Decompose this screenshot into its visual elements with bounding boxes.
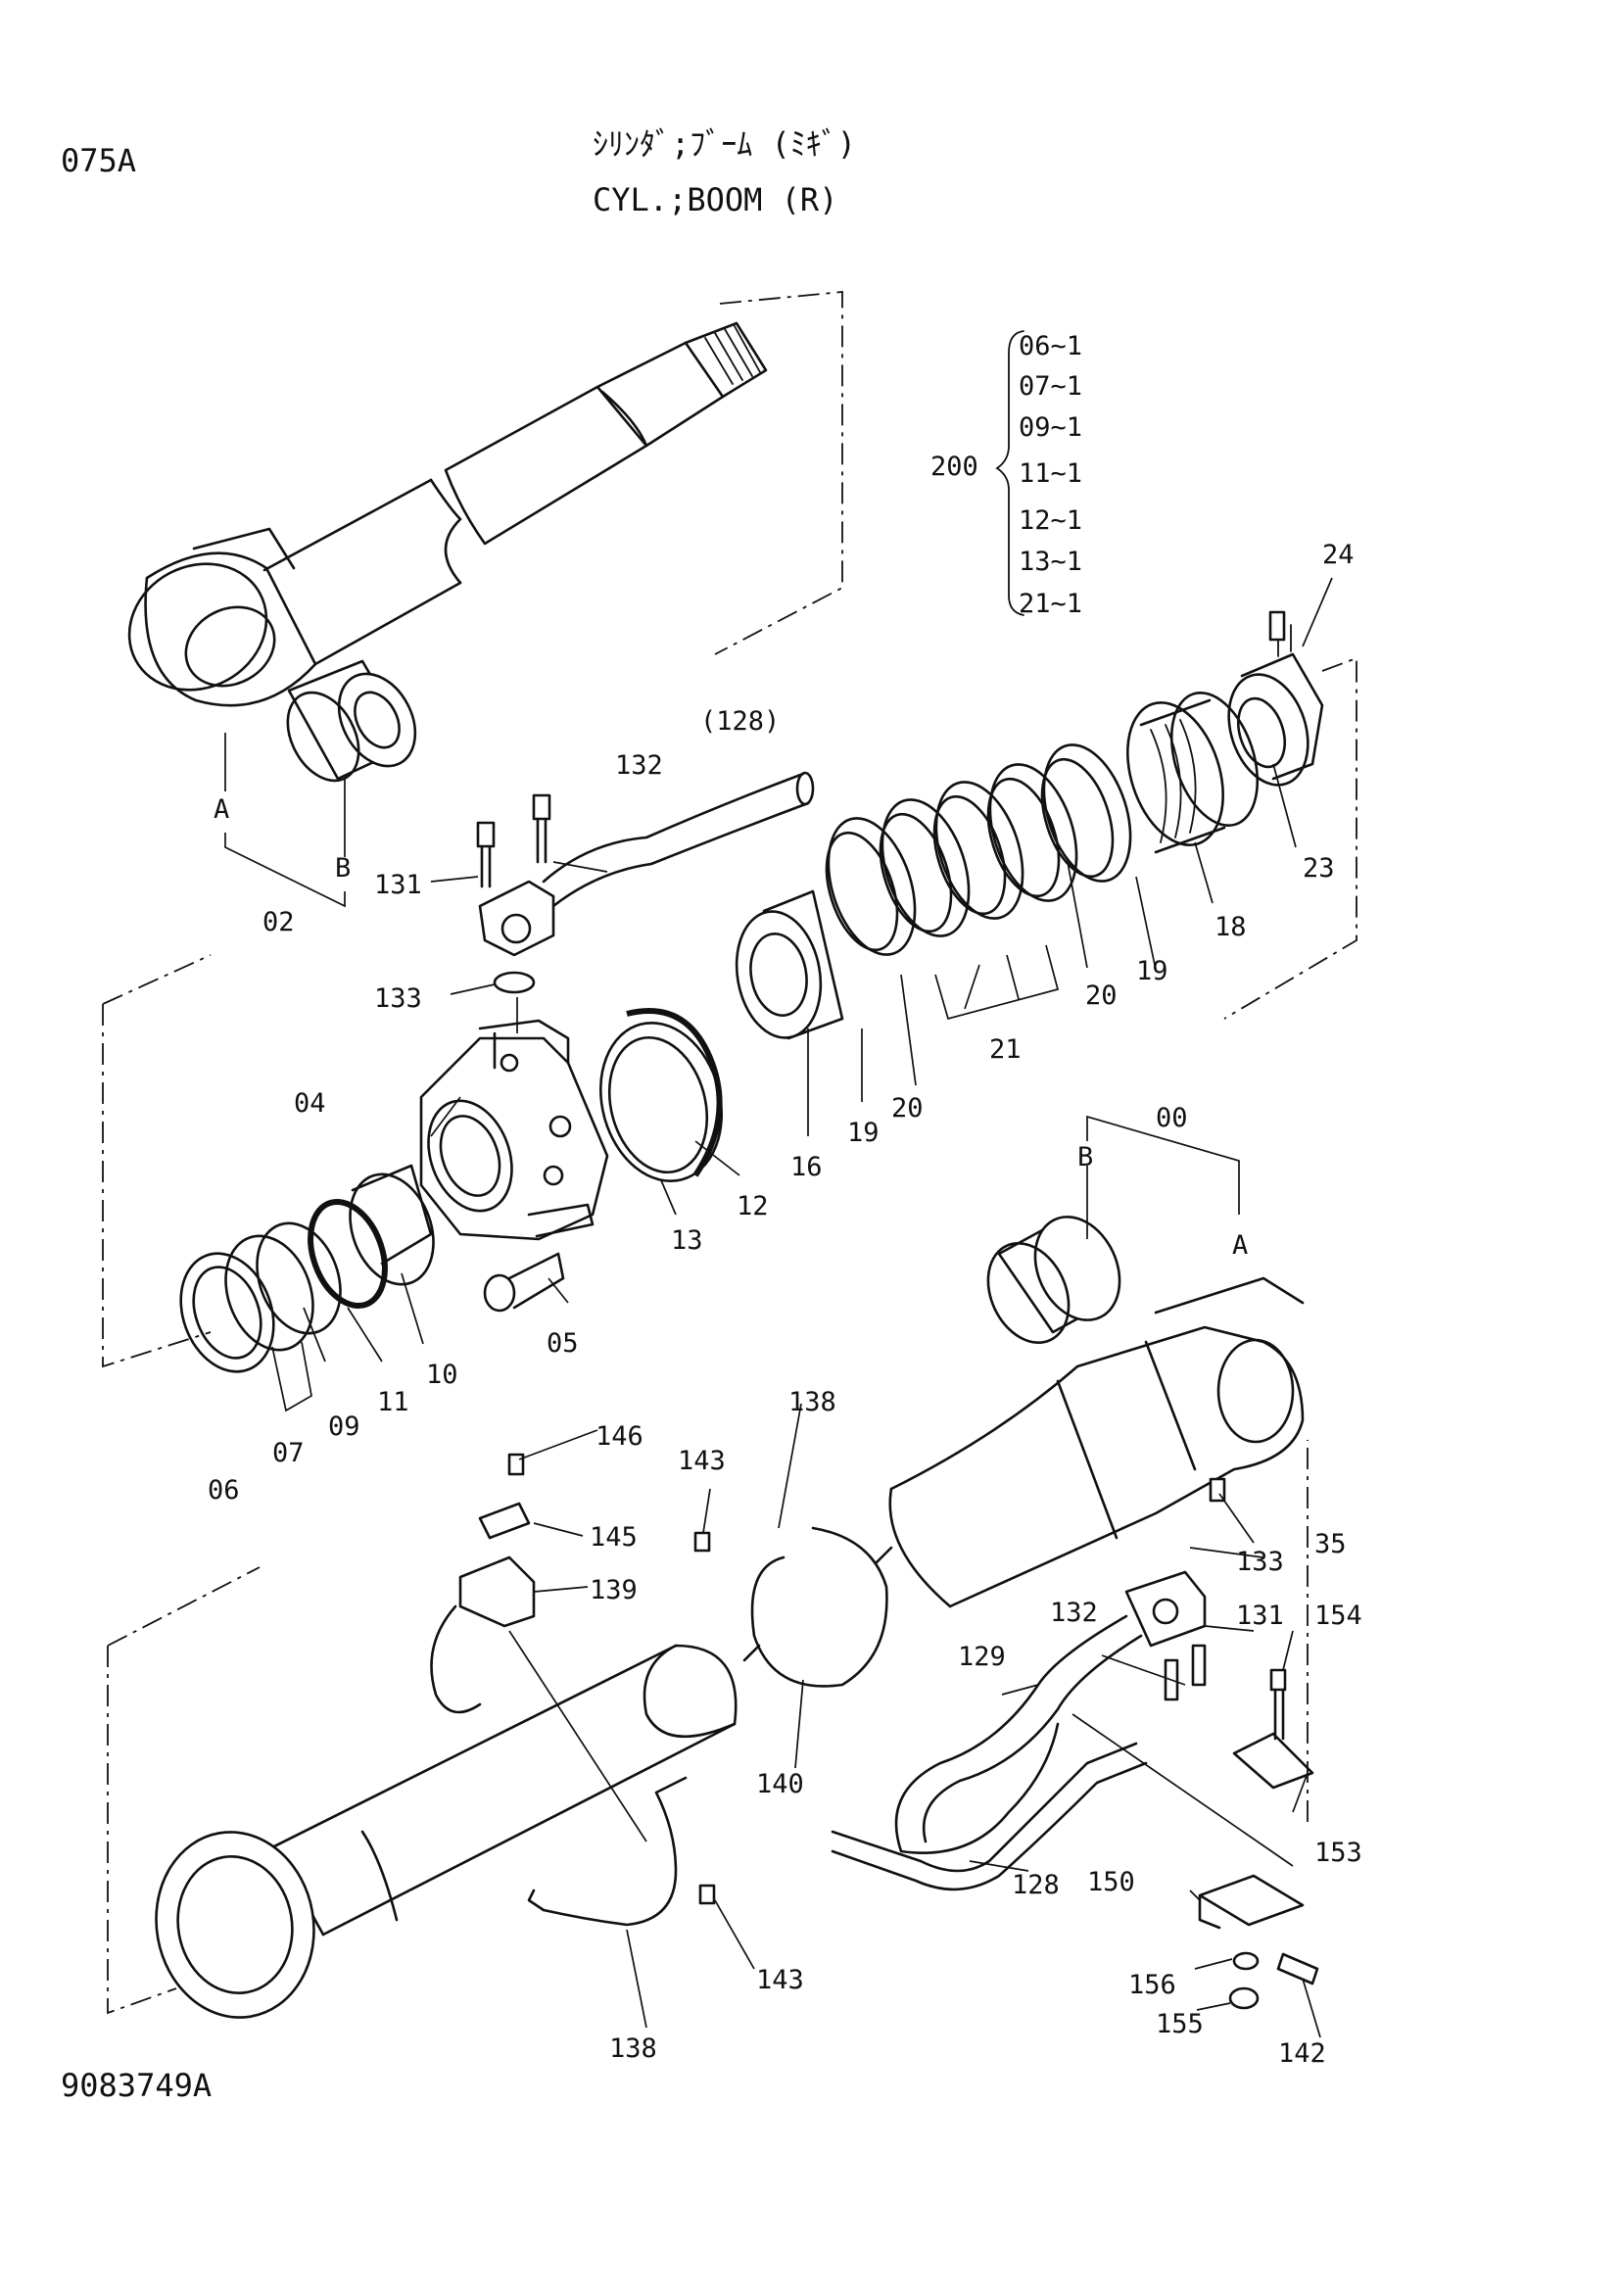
kit-item: 12~1 — [1019, 505, 1082, 536]
kit-item: 11~1 — [1019, 458, 1082, 489]
clamp-153-bolt-154 — [1232, 1668, 1314, 1790]
band-138-upper — [742, 1526, 893, 1688]
callout-04: 04 — [294, 1088, 326, 1119]
callout-06: 06 — [208, 1475, 240, 1506]
label-02: 02 — [262, 907, 295, 937]
clamp-150 — [1198, 1874, 1305, 1930]
rod-end-bushing — [286, 659, 417, 783]
o-ring-133 — [493, 971, 536, 994]
head-end-bushing — [986, 1216, 1121, 1344]
washer-156-collar-155 — [1228, 1951, 1260, 2010]
seal-kit-bracket: 200 06~1 07~1 09~1 11~1 12~1 13~1 21~1 — [930, 330, 1082, 619]
dust-wiper-13 — [598, 1021, 724, 1183]
callout-140: 140 — [756, 1769, 804, 1799]
kit-item: 06~1 — [1019, 331, 1082, 361]
callout-20: 20 — [891, 1093, 924, 1124]
callout-132: 132 — [615, 750, 663, 781]
piston-seal-rings — [825, 743, 1132, 956]
backup-ring-12 — [626, 1008, 723, 1177]
callout-145: 145 — [590, 1522, 638, 1553]
piston-nut — [1227, 610, 1324, 787]
callout-23: 23 — [1303, 853, 1335, 884]
rod-bracket-02: A B 02 — [214, 733, 351, 937]
callout-139: 139 — [590, 1575, 638, 1605]
callout-133: 133 — [1236, 1547, 1284, 1577]
hose-129 — [894, 1614, 1143, 1854]
gland-rings — [179, 1164, 435, 1373]
callout-10: 10 — [426, 1360, 458, 1390]
callout-18: 18 — [1214, 912, 1247, 942]
kit-item: 21~1 — [1019, 589, 1082, 619]
callout-19: 19 — [847, 1118, 880, 1148]
callout-150: 150 — [1087, 1867, 1135, 1897]
leader-lines — [303, 577, 1333, 2038]
callout-19: 19 — [1136, 956, 1168, 986]
callout-155: 155 — [1156, 2009, 1204, 2039]
callout-labels: 24 23 18 19 20 21 16 19 20 (128) 132 131… — [208, 540, 1362, 2069]
callout-129: 129 — [958, 1642, 1006, 1672]
pipe-128-upper — [542, 771, 815, 908]
tube-holder-clamp — [478, 880, 555, 957]
page-code: 075A — [61, 142, 136, 179]
kit-item: 13~1 — [1019, 547, 1082, 577]
callout-00: 00 — [1156, 1103, 1188, 1133]
drawing-number: 9083749A — [61, 2067, 212, 2104]
pipe-128-lower — [831, 1742, 1148, 1891]
socket-bolt-05 — [483, 1252, 565, 1313]
callout-24: 24 — [1322, 540, 1355, 570]
kit-label: 200 — [930, 452, 978, 482]
callout-138: 138 — [609, 2033, 657, 2064]
callout-142: 142 — [1278, 2038, 1326, 2069]
callout-131: 131 — [1236, 1601, 1284, 1631]
callout-154: 154 — [1314, 1601, 1362, 1631]
bolt-142 — [1276, 1952, 1319, 1985]
callout-13: 13 — [671, 1225, 703, 1256]
cylinder-tube-lower — [155, 1644, 738, 2019]
callout-11: 11 — [377, 1387, 409, 1417]
callout-35: 35 — [1314, 1529, 1347, 1559]
rod-guide-head — [419, 1019, 609, 1241]
clamp-139-146-145 — [430, 1453, 536, 1714]
callout-133: 133 — [374, 983, 422, 1014]
tube-holder-lower — [1124, 1570, 1207, 1701]
bolts-143 — [693, 1531, 716, 1905]
label-b: B — [1077, 1142, 1093, 1172]
callout-153: 153 — [1314, 1838, 1362, 1868]
callout-16: 16 — [790, 1152, 823, 1182]
piston — [1126, 691, 1260, 854]
callout-05: 05 — [547, 1328, 579, 1359]
callout-146: 146 — [595, 1421, 643, 1452]
callout-143: 143 — [678, 1446, 726, 1476]
label-a: A — [1232, 1230, 1248, 1261]
callout-20: 20 — [1085, 981, 1118, 1011]
callout-156: 156 — [1128, 1970, 1176, 2000]
piston-rod — [127, 321, 768, 707]
bolts-131-132 — [476, 793, 551, 888]
kit-item: 07~1 — [1019, 371, 1082, 402]
callout-07: 07 — [272, 1438, 305, 1468]
callout-132: 132 — [1050, 1598, 1098, 1628]
kit-item: 09~1 — [1019, 412, 1082, 443]
label-b: B — [335, 853, 351, 884]
title-japanese: ｼﾘﾝﾀﾞ;ﾌﾞｰﾑ (ﾐｷﾞ) — [593, 125, 856, 163]
title-english: CYL.;BOOM (R) — [593, 181, 837, 218]
rod-thread — [704, 325, 761, 385]
callout-128: (128) — [700, 706, 780, 737]
callout-21: 21 — [989, 1034, 1022, 1065]
cushion-ring — [735, 889, 844, 1040]
cylinder-tube — [888, 1276, 1305, 1608]
callout-12: 12 — [737, 1191, 769, 1221]
callout-131: 131 — [374, 870, 422, 900]
callout-138: 138 — [788, 1387, 836, 1417]
callout-09: 09 — [328, 1411, 360, 1442]
band-138-lower — [527, 1776, 688, 1927]
label-a: A — [214, 794, 229, 825]
callout-128: 128 — [1012, 1870, 1060, 1900]
callout-143: 143 — [756, 1965, 804, 1995]
